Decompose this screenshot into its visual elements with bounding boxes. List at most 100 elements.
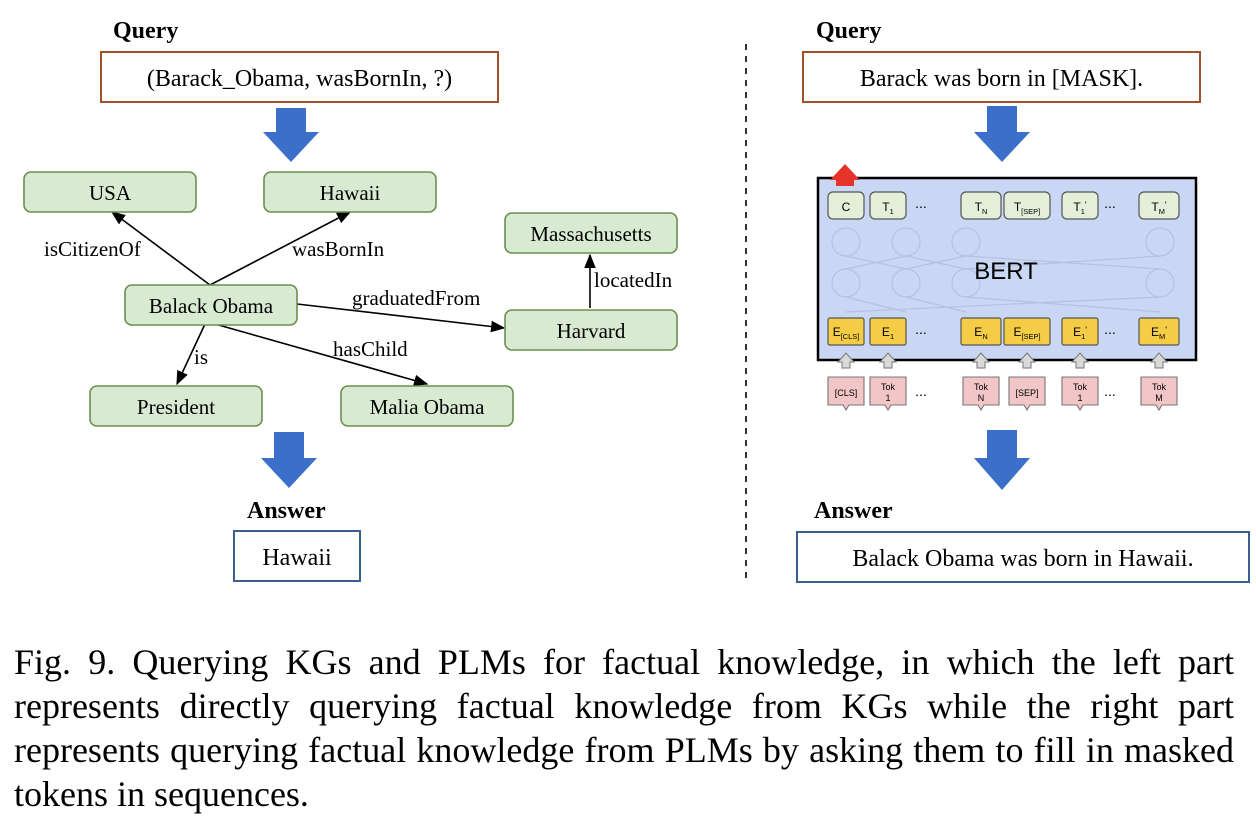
left-query-box	[100, 51, 499, 103]
left-answer-box	[233, 530, 361, 582]
bert-embedding-label: E1'	[1073, 325, 1087, 341]
ellipsis-text: ...	[915, 321, 927, 337]
bert-embedding-token: EN	[960, 317, 1002, 346]
edge-label-has-child: hasChild	[333, 337, 408, 361]
edge-is	[176, 323, 206, 386]
edge-label-located-in: locatedIn	[594, 268, 673, 292]
bert-embedding-token: E1'	[1061, 317, 1099, 346]
edge-was-born-in	[209, 211, 352, 286]
edge-has-child	[214, 323, 429, 387]
kg-node-malia-obama: Malia Obama	[340, 385, 514, 427]
kg-node-harvard: Harvard	[504, 309, 678, 351]
edge-graduated-from	[296, 303, 506, 333]
bert-embedding-label: EM'	[1151, 325, 1167, 341]
bert-output-label: TN	[975, 200, 988, 216]
edge-label-was-born-in: wasBornIn	[292, 237, 385, 261]
bert-output-label: TM'	[1151, 200, 1167, 216]
input-up-arrow-icon	[1070, 352, 1090, 369]
right-down-arrow-bottom	[974, 430, 1030, 490]
bert-output-token: T1	[869, 191, 907, 220]
bert-ellipses: ..................	[915, 195, 1116, 399]
ellipsis-text: ...	[1104, 321, 1116, 337]
bert-input-token-index: M	[1155, 393, 1163, 403]
bert-output-label: T1	[882, 200, 893, 216]
bert-embedding-row: E[CLS] E1 EN E[SEP] E1' EM'	[827, 317, 1180, 346]
bert-input-token-label: Tok	[1073, 382, 1088, 392]
ellipsis-text: ...	[1104, 383, 1116, 399]
node-label-massachusetts: Massachusetts	[530, 222, 651, 246]
bert-embedding-label: EN	[974, 325, 987, 341]
bert-input-token-index: N	[978, 393, 985, 403]
bert-output-label: C	[842, 200, 851, 214]
bert-embedding-token: EM'	[1138, 317, 1180, 346]
right-query-text: Barack was born in [MASK].	[860, 66, 1143, 92]
bert-output-token: TM'	[1138, 191, 1180, 220]
right-answer-heading: Answer	[814, 498, 893, 524]
bert-output-label: T[SEP]	[1014, 200, 1040, 216]
node-label-president: President	[137, 395, 215, 419]
input-up-arrow-icon	[971, 352, 991, 369]
right-query-box	[802, 51, 1201, 103]
edge-is-citizen-of	[110, 211, 211, 286]
ellipsis-text: ...	[1104, 195, 1116, 211]
kg-edges	[110, 211, 596, 387]
bert-embedding-label: E[SEP]	[1013, 325, 1040, 341]
bert-embedding-token: E1	[869, 317, 907, 346]
edge-label-graduated-from: graduatedFrom	[352, 286, 480, 310]
kg-node-usa: USA	[23, 171, 197, 213]
right-down-arrow-top	[974, 106, 1030, 162]
figure-canvas: Query (Barack_Obama, wasBornIn, ?) isCit…	[23, 18, 1250, 583]
edge-label-is: is	[194, 345, 208, 369]
bert-output-token: C	[827, 191, 865, 220]
bert-output-row: C T1 TN T[SEP] T1' TM'	[827, 191, 1180, 220]
kg-node-hawaii: Hawaii	[263, 171, 437, 213]
left-answer-heading: Answer	[247, 498, 326, 524]
node-label-balack-obama: Balack Obama	[149, 294, 274, 318]
edge-label-is-citizen-of: isCitizenOf	[44, 237, 141, 261]
bert-input-token-label: [SEP]	[1015, 388, 1038, 398]
node-label-malia-obama: Malia Obama	[370, 395, 486, 419]
left-query-heading: Query	[113, 18, 178, 44]
ellipsis-text: ...	[915, 195, 927, 211]
bert-input-token-label: Tok	[974, 382, 989, 392]
bert-input-token-index: 1	[1077, 393, 1082, 403]
bert-embedding-token: E[CLS]	[827, 317, 865, 346]
bert-embedding-label: E[CLS]	[833, 325, 860, 341]
ellipsis-text: ...	[915, 383, 927, 399]
node-label-usa: USA	[89, 181, 132, 205]
right-panel: Query Barack was born in [MASK]. BERT C T…	[796, 18, 1250, 583]
left-query-text: (Barack_Obama, wasBornIn, ?)	[147, 66, 452, 92]
node-label-harvard: Harvard	[557, 319, 626, 343]
bert-output-token: T[SEP]	[1003, 191, 1051, 220]
bert-output-token: TN	[960, 191, 1002, 220]
bert-output-label: T1'	[1073, 200, 1086, 216]
input-up-arrow-icon	[1149, 352, 1169, 369]
output-up-arrow-icon	[830, 164, 860, 186]
input-up-arrow-icon	[836, 352, 856, 369]
left-panel: Query (Barack_Obama, wasBornIn, ?) isCit…	[23, 18, 678, 582]
input-up-arrow-icon	[878, 352, 898, 369]
bert-input-token-index: 1	[885, 393, 890, 403]
bert-network	[831, 227, 1175, 313]
bert-embedding-label: E1	[882, 325, 894, 341]
node-label-hawaii: Hawaii	[320, 181, 381, 205]
left-down-arrow-bottom	[261, 432, 317, 488]
right-answer-text: Balack Obama was born in Hawaii.	[852, 546, 1193, 572]
left-answer-text: Hawaii	[262, 545, 332, 571]
right-query-heading: Query	[816, 18, 881, 44]
kg-node-massachusetts: Massachusetts	[504, 212, 678, 254]
figure-caption: Fig. 9. Querying KGs and PLMs for factua…	[14, 642, 1234, 814]
kg-node-balack-obama: Balack Obama	[124, 284, 298, 326]
right-answer-box	[796, 531, 1250, 583]
input-up-arrow-icon	[1017, 352, 1037, 369]
kg-node-president: President	[89, 385, 263, 427]
bert-input-token: [CLS]	[827, 376, 865, 412]
bert-label: BERT	[974, 258, 1038, 285]
bert-input-token: [SEP]	[1008, 376, 1046, 412]
